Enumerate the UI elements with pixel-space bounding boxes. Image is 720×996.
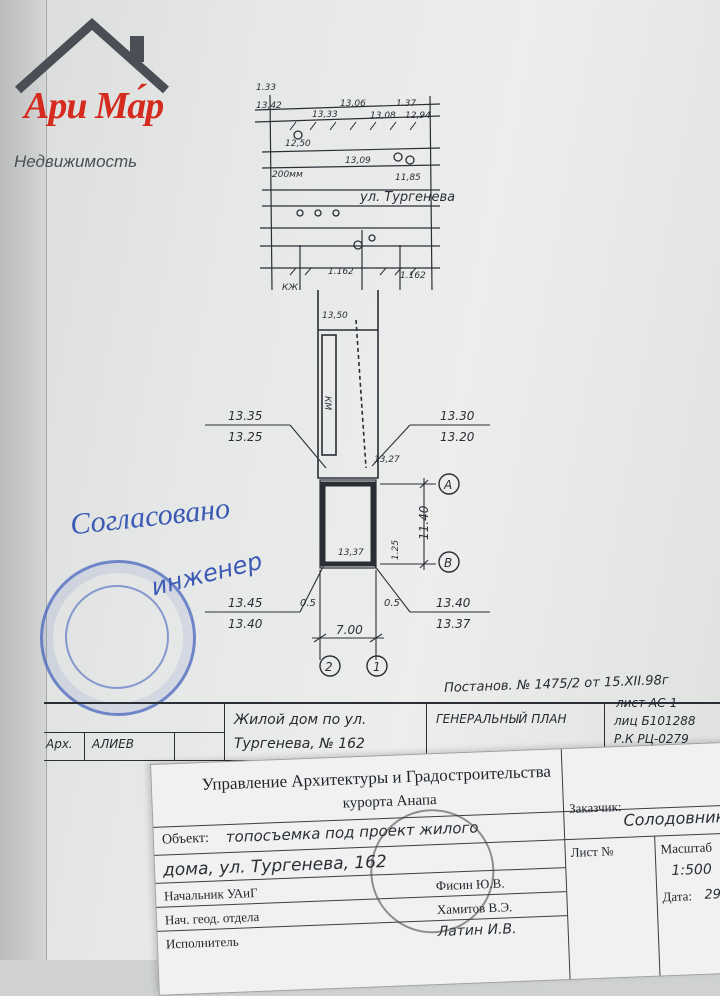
dim-bottom-left-bottom: 13.40 bbox=[228, 617, 263, 631]
elev-label: 13,50 bbox=[322, 311, 348, 321]
axis-b-label: B bbox=[444, 556, 452, 570]
dim-left-top: 13.35 bbox=[228, 409, 262, 423]
tb-object: Жилой дом по ул. bbox=[234, 712, 367, 728]
elev-label: 13,42 bbox=[256, 101, 282, 111]
ls-scale-label: Масштаб bbox=[660, 839, 713, 857]
dim-bottom-left-top: 13.45 bbox=[228, 596, 262, 610]
elev-label: КЖ bbox=[282, 283, 298, 293]
ls-date-value: 29 bbox=[704, 887, 720, 903]
offset-left: 0.5 bbox=[300, 598, 316, 609]
house-roof-icon bbox=[15, 18, 169, 94]
height-dim: 11.40 bbox=[417, 505, 431, 540]
elev-label: 1.37 bbox=[396, 99, 416, 109]
elev-label: 11,85 bbox=[395, 173, 421, 183]
tb-sheet-title: ГЕНЕРАЛЬНЫЙ ПЛАН bbox=[436, 712, 567, 726]
ls-scale-value: 1:500 bbox=[671, 861, 713, 880]
ls-geo-label: Нач. геод. отдела bbox=[164, 908, 260, 928]
tb-address: Тургенева, № 162 bbox=[234, 736, 365, 752]
site-plan-drawing: A B 2 1 13,06 13,33 13,42 12,50 13,09 12… bbox=[205, 83, 490, 677]
dim-bottom-right-bottom: 13.37 bbox=[436, 617, 471, 631]
ls-sheet-label: Лист № bbox=[570, 843, 614, 860]
elev-label: КМ bbox=[322, 396, 332, 410]
elev-label: 1.33 bbox=[256, 83, 276, 93]
house-top-level: 13,27 bbox=[374, 455, 400, 465]
dim-right-bottom: 13.20 bbox=[440, 430, 475, 444]
ls-customer-value: Солодовник bbox=[623, 806, 720, 830]
tb-role: Арх. bbox=[46, 737, 73, 751]
binding-edge bbox=[0, 0, 47, 960]
axis-a-label: A bbox=[443, 478, 452, 492]
ls-customer-label: Заказчик: bbox=[568, 798, 622, 816]
logo-name: Ари Ма́р bbox=[24, 85, 164, 127]
elev-label: 13,09 bbox=[345, 156, 371, 166]
ls-chief-label: Начальник УАиГ bbox=[163, 884, 258, 904]
tb-name: АЛИЕВ bbox=[92, 737, 135, 751]
dim-left-bottom: 13.25 bbox=[228, 430, 262, 444]
elev-label: 12,50 bbox=[285, 139, 311, 149]
lower-title-sheet: Управление Архитектуры и Градостроительс… bbox=[150, 740, 720, 996]
tb-sheet-no: лист АС-1 bbox=[616, 696, 678, 710]
ls-object-value2: дома, ул. Тургенева, 162 bbox=[162, 851, 388, 881]
axis-1-label: 1 bbox=[373, 660, 381, 674]
tb-reg: Р.К РЦ-0279 bbox=[614, 732, 689, 746]
approval-stamp bbox=[40, 560, 196, 716]
elev-label: 1.162 bbox=[400, 271, 426, 281]
small-dim: 1.25 bbox=[391, 540, 401, 560]
elev-label: 13,33 bbox=[312, 110, 338, 120]
ls-header: Управление Архитектуры и Градостроительс… bbox=[201, 761, 552, 795]
drawing-title-block: Арх. АЛИЕВ Жилой дом по ул. Тургенева, №… bbox=[44, 696, 720, 764]
house-level: 13,37 bbox=[338, 548, 364, 558]
ls-date-label: Дата: bbox=[662, 888, 693, 905]
elev-label: 12,94 bbox=[405, 111, 431, 121]
dim-right-top: 13.30 bbox=[440, 409, 475, 423]
width-dim: 7.00 bbox=[336, 623, 363, 637]
ls-object-label: Объект: bbox=[161, 830, 210, 848]
offset-right: 0.5 bbox=[384, 598, 400, 609]
dim-bottom-right-top: 13.40 bbox=[436, 596, 471, 610]
axis-2-label: 2 bbox=[325, 660, 333, 674]
elev-label: 1.162 bbox=[328, 267, 354, 277]
elev-label: 13,06 bbox=[340, 99, 366, 109]
street-name: ул. Тургенева bbox=[359, 190, 455, 205]
elev-label: 13,08 bbox=[370, 111, 396, 121]
ls-exec-label: Исполнитель bbox=[165, 933, 239, 952]
elev-label: 200мм bbox=[272, 170, 303, 180]
logo-subtitle: Недвижимость bbox=[14, 152, 138, 171]
tb-lic: лиц Б101288 bbox=[614, 714, 696, 728]
